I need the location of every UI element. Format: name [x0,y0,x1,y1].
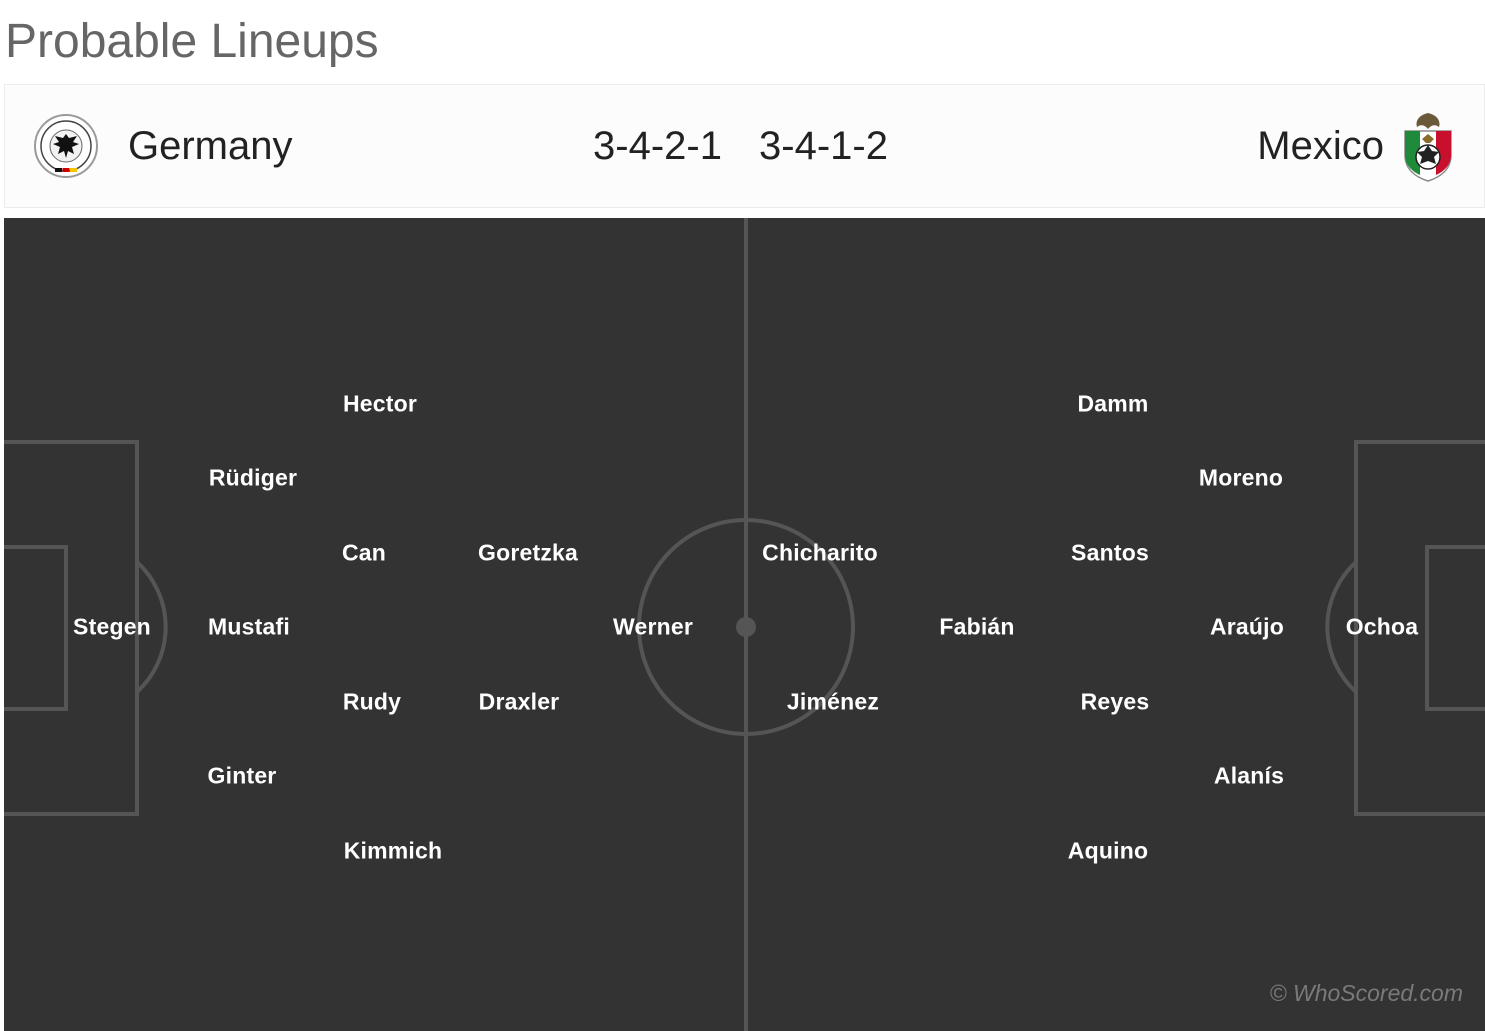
home-team-name: Germany [128,124,293,168]
away-player-santos[interactable]: Santos [1071,539,1149,566]
home-player-can[interactable]: Can [341,539,387,566]
home-player-stegen[interactable]: Stegen [73,613,151,640]
away-player-chicharito[interactable]: Chicharito [762,539,878,566]
home-player-mustafi[interactable]: Mustafi [208,613,290,640]
home-player-rudiger[interactable]: Rüdiger [208,464,298,491]
away-player-reyes[interactable]: Reyes [1080,688,1150,715]
away-player-ochoa[interactable]: Ochoa [1345,613,1419,640]
page-title: Probable Lineups [5,15,379,68]
away-player-moreno[interactable]: Moreno [1198,464,1284,491]
home-player-rudy[interactable]: Rudy [342,688,402,715]
away-player-damm[interactable]: Damm [1077,390,1149,417]
pitch-markings [4,218,1485,1031]
away-formation: 3-4-1-2 [759,124,888,168]
home-player-werner[interactable]: Werner [612,613,694,640]
away-player-alanis[interactable]: Alanís [1213,762,1285,789]
home-player-goretzka[interactable]: Goretzka [477,539,579,566]
home-player-hector[interactable]: Hector [342,390,418,417]
away-player-aquino[interactable]: Aquino [1067,837,1149,864]
germany-dfb-crest-icon [34,114,98,178]
home-player-kimmich[interactable]: Kimmich [343,837,443,864]
teams-header: Germany 3-4-2-1 3-4-1-2 Mexico [4,84,1485,208]
home-formation: 3-4-2-1 [593,124,722,168]
mexico-fmf-crest-icon [1404,113,1452,182]
away-player-araujo[interactable]: Araújo [1209,613,1285,640]
away-team-name: Mexico [1257,124,1384,168]
away-player-fabian[interactable]: Fabián [939,613,1015,640]
away-player-jimenez[interactable]: Jiménez [786,688,880,715]
watermark: © WhoScored.com [1269,980,1463,1006]
pitch: Stegen Rüdiger Mustafi Ginter Hector Can… [4,218,1485,1031]
home-player-draxler[interactable]: Draxler [478,688,560,715]
home-player-ginter[interactable]: Ginter [207,762,277,789]
